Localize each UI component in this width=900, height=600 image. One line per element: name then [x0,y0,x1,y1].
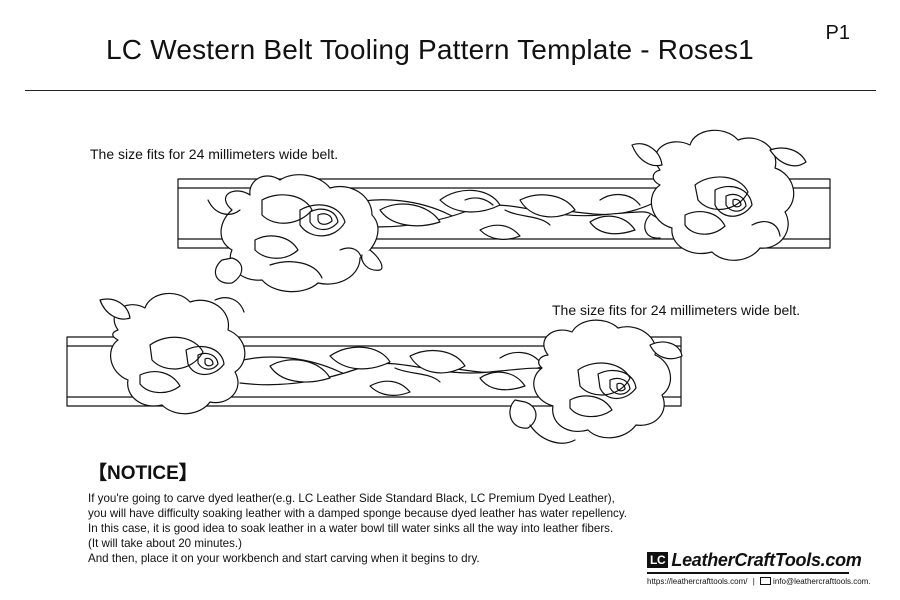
belt-2-vine [234,346,566,396]
belt-1-vine [344,189,666,240]
page-title: LC Western Belt Tooling Pattern Template… [106,34,754,65]
belt-2-size-note: The size fits for 24 millimeters wide be… [552,302,801,318]
belt-2-right-rose [509,319,683,444]
notice-body: If you're going to carve dyed leather(e.… [88,491,627,566]
belt-1-size-note: The size fits for 24 millimeters wide be… [90,146,339,162]
notice-line: you will have difficulty soaking leather… [88,507,628,520]
notice-line: If you're going to carve dyed leather(e.… [88,492,615,505]
email-link[interactable]: info@leathercrafttools.com. [773,577,871,586]
notice-line: (It will take about 20 minutes.) [88,537,243,550]
belt-1-right-rose [631,129,807,261]
notice-line: In this case, it is good idea to soak le… [88,522,614,535]
brand-links: https://leathercrafttools.com/ | info@le… [647,577,871,586]
brand-logo-badge: LC [647,552,669,568]
page-number: P1 [825,22,850,44]
belt-2-left-rose [99,292,246,415]
website-link[interactable]: https://leathercrafttools.com/ [647,577,748,586]
link-separator: | [752,577,755,586]
brand-underline [647,572,849,574]
mail-icon [760,577,772,585]
brand-logo-text: LeatherCraftTools.com [671,550,862,570]
title-divider [25,90,876,91]
notice-heading: 【NOTICE】 [88,463,198,484]
notice-line: And then, place it on your workbench and… [88,552,480,565]
belt-1-left-rose [207,174,383,293]
